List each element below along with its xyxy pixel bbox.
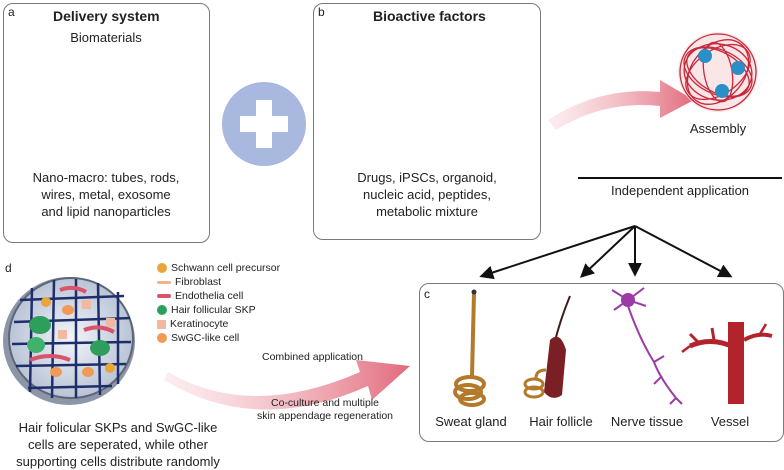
endothelia-icon <box>157 294 171 298</box>
panel-c-item-vessel: Vessel <box>710 414 750 429</box>
panel-b-title: Bioactive factors <box>373 8 486 24</box>
panel-d-legend: Schwann cell precursor Fibroblast Endoth… <box>157 262 317 372</box>
keratinocyte-icon <box>157 319 166 329</box>
panel-c-letter: c <box>424 287 430 301</box>
panel-b-desc-line-3: metabolic mixture <box>376 204 478 219</box>
panel-d-desc-line-3: supporting cells distribute randomly <box>16 454 220 469</box>
combined-sub-line-1: Co-culture and multiple <box>271 397 379 409</box>
panel-a-letter: a <box>8 5 15 19</box>
panel-a-desc-line-3: and lipid nanoparticles <box>41 204 171 219</box>
panel-d-desc-line-1: Hair folicular SKPs and SwGC-like <box>18 420 218 435</box>
swgc-icon <box>157 333 167 343</box>
panel-d-letter: d <box>5 261 12 275</box>
nerve-tissue-icon <box>611 287 683 405</box>
assembly-icon <box>678 32 758 112</box>
assembly-label: Assembly <box>689 121 747 136</box>
sweat-gland-icon <box>453 289 486 407</box>
legend-label: Endothelia cell <box>175 290 244 302</box>
schwann-icon <box>157 263 167 273</box>
panel-b <box>313 3 541 240</box>
petri-dish <box>3 277 135 405</box>
panel-b-letter: b <box>318 5 325 19</box>
application-arrows <box>479 225 733 280</box>
panel-a <box>3 3 210 243</box>
plus-icon <box>222 82 306 166</box>
panel-a-title: Delivery system <box>53 8 160 24</box>
panel-d-desc-line-2: cells are seperated, while other <box>28 437 208 452</box>
combined-application-label: Combined application <box>262 351 363 363</box>
panel-c-item-hair-follicle: Hair follicle <box>529 414 593 429</box>
panel-b-desc-line-1: Drugs, iPSCs, organoid, <box>357 170 497 185</box>
vessel-icon <box>681 322 773 404</box>
panel-c-item-sweat-gland: Sweat gland <box>435 414 507 429</box>
legend-item-keratinocyte: Keratinocyte <box>157 318 228 330</box>
skp-icon <box>157 305 167 315</box>
legend-label: Keratinocyte <box>170 318 229 330</box>
legend-label: Fibroblast <box>175 276 222 288</box>
panel-a-desc-line-2: wires, metal, exosome <box>41 187 171 202</box>
panel-c-item-nerve-tissue: Nerve tissue <box>610 414 684 429</box>
independent-application-label: Independent application <box>610 183 750 198</box>
panel-a-desc-line-1: Nano-macro: tubes, rods, <box>32 170 180 185</box>
hair-follicle-icon <box>523 295 571 399</box>
legend-item-fibroblast: Fibroblast <box>157 276 221 288</box>
panel-a-subtitle: Biomaterials <box>70 30 142 45</box>
legend-item-swgc: SwGC-like cell <box>157 332 239 344</box>
assembly-arrow <box>548 80 694 130</box>
panel-b-desc-line-2: nucleic acid, peptides, <box>363 187 491 202</box>
legend-label: Hair follicular SKP <box>171 304 256 316</box>
legend-item-schwann: Schwann cell precursor <box>157 262 280 274</box>
combined-sub-line-2: skin appendage regeneration <box>256 410 394 422</box>
fibroblast-icon <box>157 280 171 284</box>
legend-item-skp: Hair follicular SKP <box>157 304 256 316</box>
legend-item-endothelia: Endothelia cell <box>157 290 243 302</box>
legend-label: SwGC-like cell <box>171 332 240 344</box>
combined-arrow <box>164 360 410 410</box>
legend-label: Schwann cell precursor <box>171 262 281 274</box>
